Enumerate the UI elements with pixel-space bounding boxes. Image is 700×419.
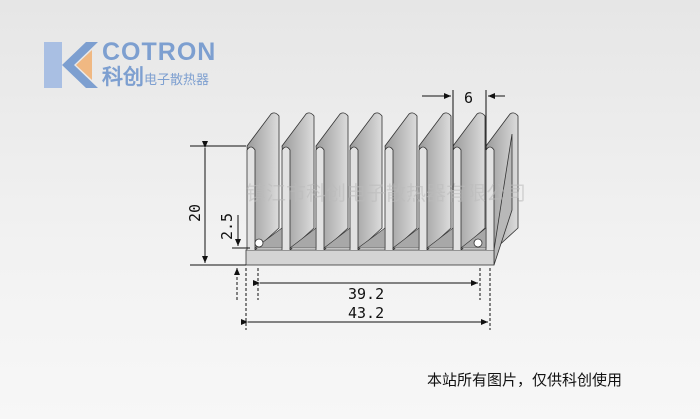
- heatsink-body: [245, 112, 519, 266]
- fin-front: [246, 146, 256, 250]
- logo-k-icon: [44, 42, 98, 88]
- dim-inner-width: 39.2: [348, 285, 384, 303]
- dim-height: 20: [186, 204, 204, 222]
- logo-cn-sub: 电子散热器: [144, 72, 210, 87]
- fin-front: [281, 146, 291, 250]
- cotron-logo: COTRON 科创电子散热器: [42, 40, 232, 92]
- screw-groove: [254, 238, 264, 248]
- logo-cn-main: 科创: [102, 66, 144, 89]
- logo-brand: COTRON: [102, 38, 217, 66]
- fin-front: [384, 146, 394, 250]
- fin-front: [315, 146, 325, 250]
- slot-shadow: [426, 227, 454, 249]
- slot-shadow: [357, 227, 386, 249]
- watermark: 镇江市科创电子散热器有限公司: [246, 181, 526, 205]
- base-front: [245, 249, 495, 266]
- fin-front: [418, 146, 428, 250]
- caption: 本站所有图片，仅供科创使用: [427, 372, 623, 389]
- dim-fin-pitch: 6: [464, 89, 473, 107]
- dim-base-thickness: 2.5: [218, 213, 236, 240]
- slot-shadow: [392, 227, 420, 249]
- slot-shadow: [289, 227, 317, 249]
- dim-total-width: 43.2: [348, 304, 384, 322]
- fin-front: [349, 146, 359, 250]
- screw-groove: [473, 238, 483, 248]
- slot-shadow: [323, 227, 351, 249]
